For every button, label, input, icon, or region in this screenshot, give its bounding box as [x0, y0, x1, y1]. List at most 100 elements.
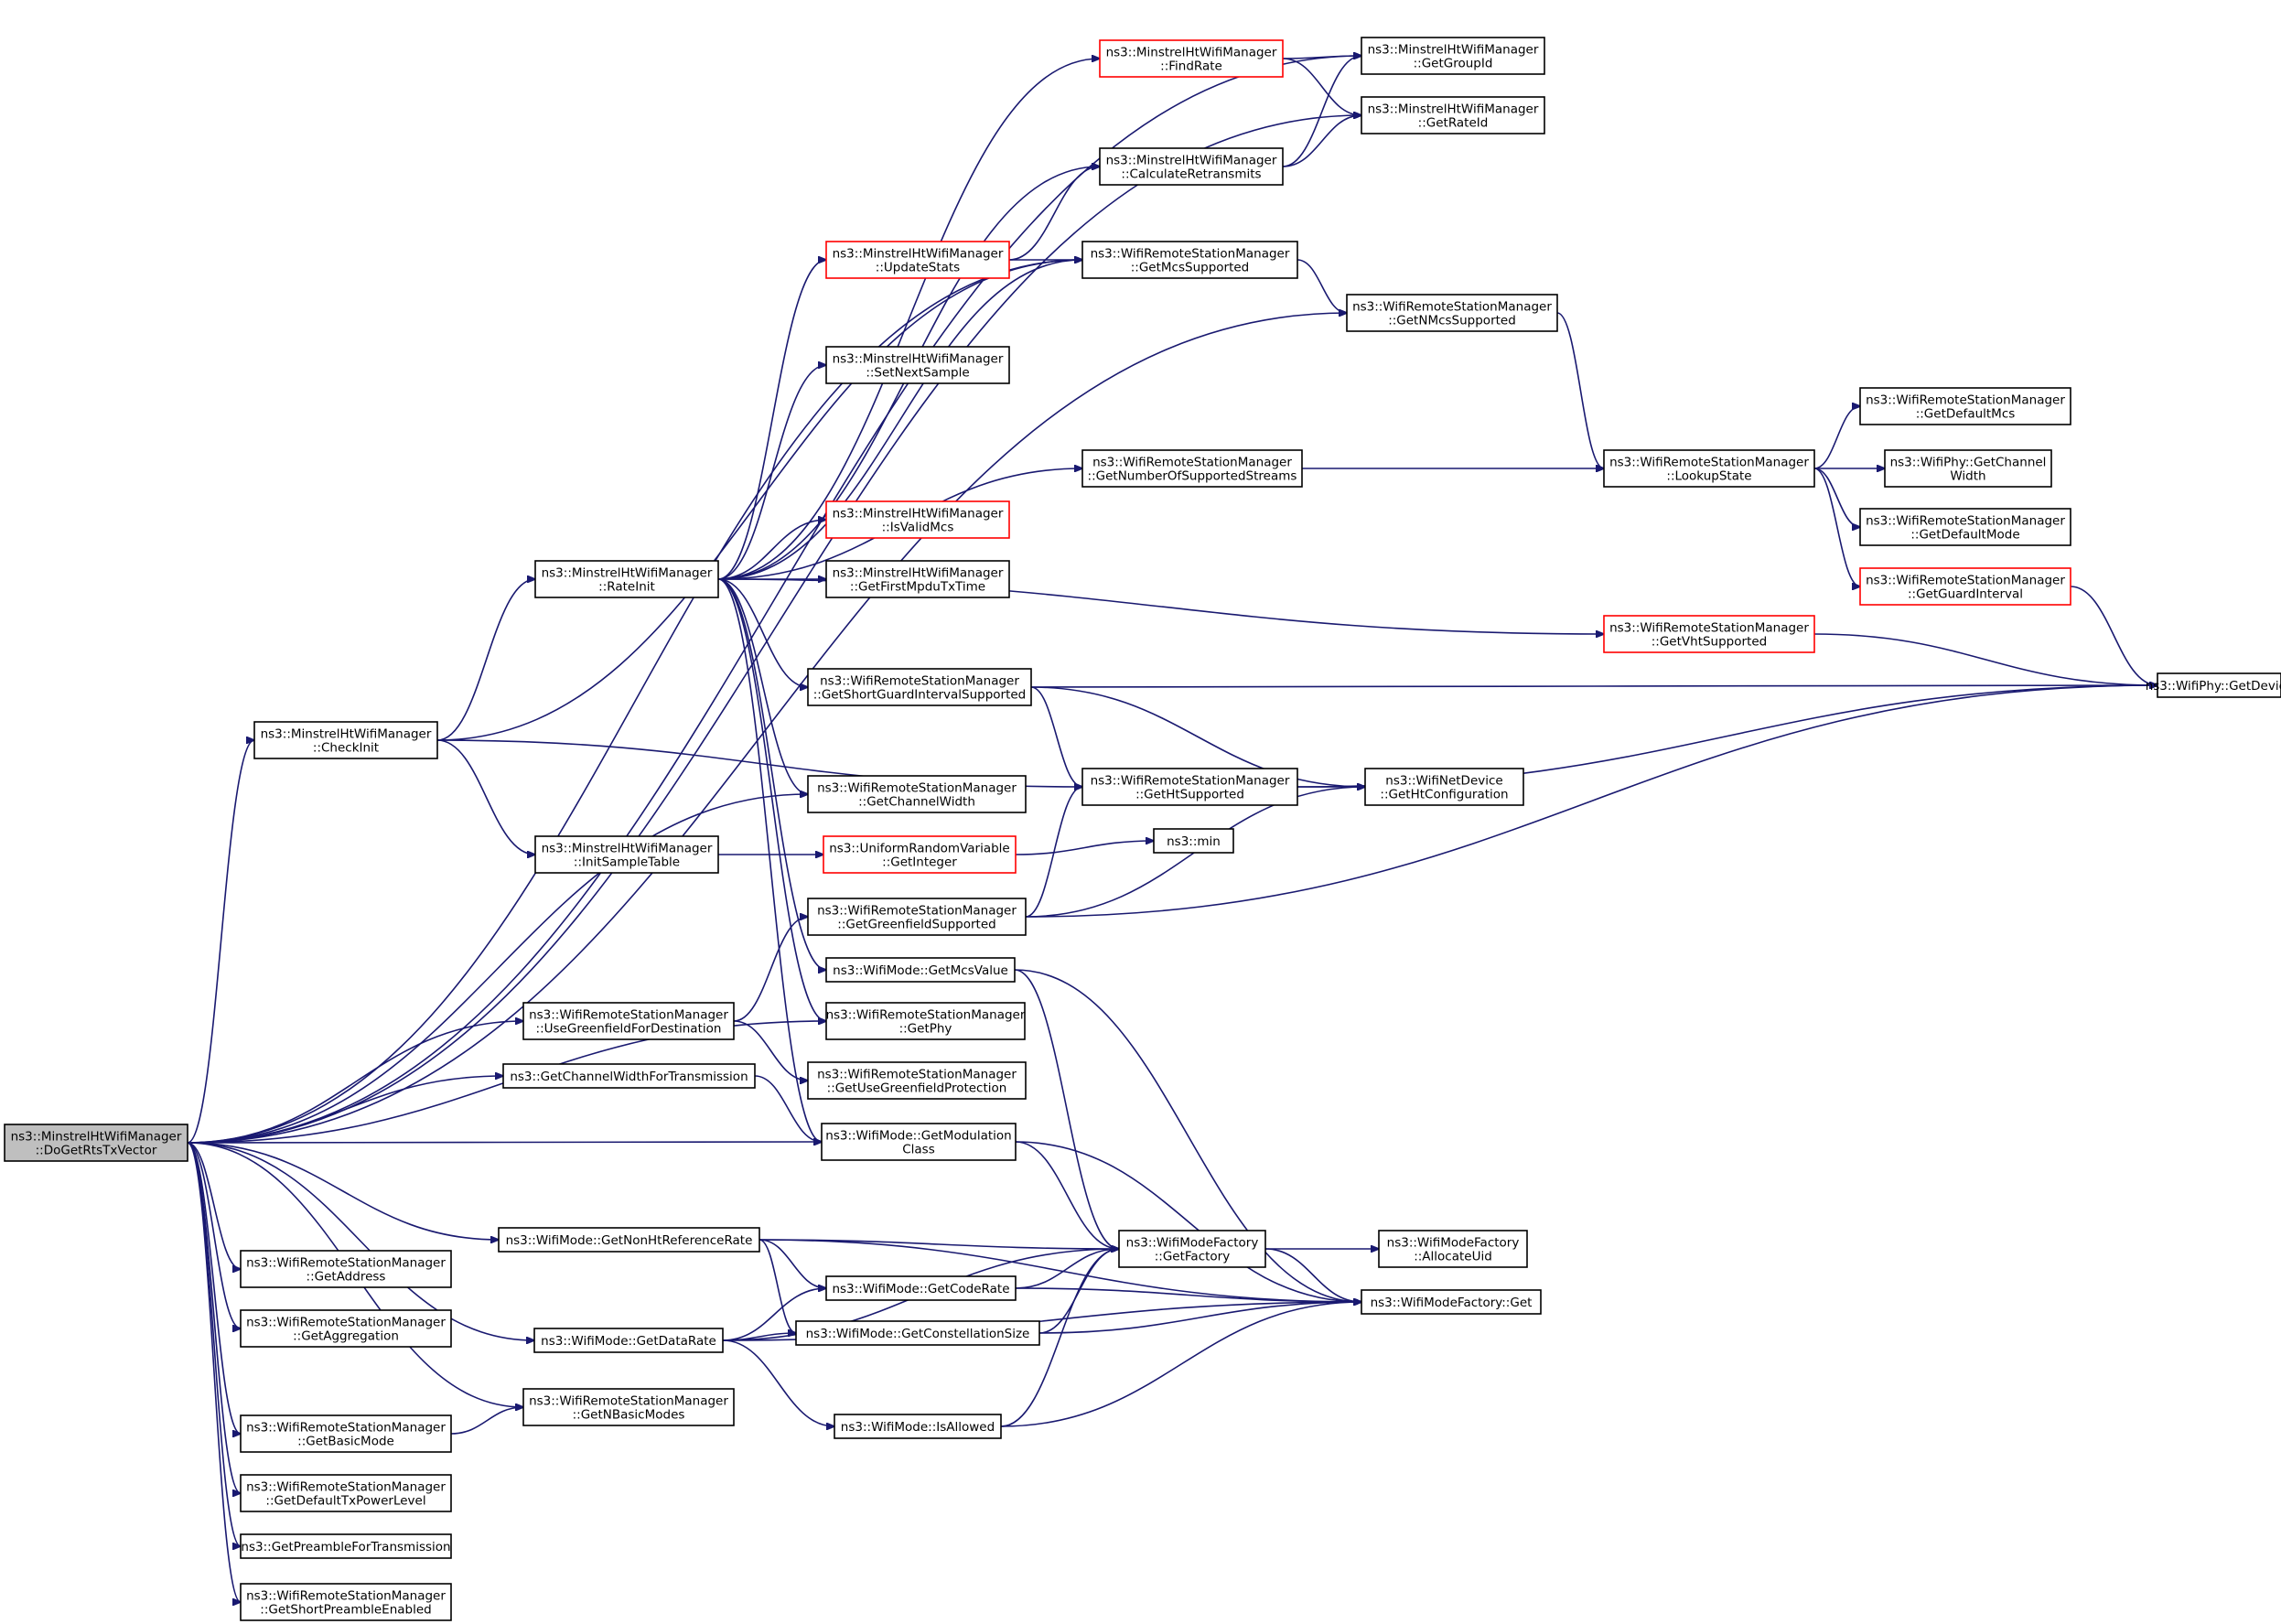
node-phygetdevice[interactable]: ns3::WifiPhy::GetDevice	[2146, 672, 2281, 698]
node-label-line: ns3::WifiRemoteStationManager	[529, 1008, 728, 1023]
node-getnbasic[interactable]: ns3::WifiRemoteStationManager::GetNBasic…	[522, 1388, 735, 1426]
node-setnextsample[interactable]: ns3::MinstrelHtWifiManager::SetNextSampl…	[825, 346, 1010, 384]
node-label-line: ns3::MinstrelHtWifiManager	[833, 566, 1004, 581]
node-getgroupid[interactable]: ns3::MinstrelHtWifiManager::GetGroupId	[1361, 37, 1545, 75]
call-edge-isallowed-to-getfactory	[1000, 1249, 1119, 1427]
call-edge-getmodclass-to-getfactory	[1015, 1141, 1119, 1249]
node-getdefaulttx[interactable]: ns3::WifiRemoteStationManager::GetDefaul…	[240, 1474, 452, 1512]
call-edge-uniformint-to-nsmin	[1015, 841, 1154, 855]
node-getrateid[interactable]: ns3::MinstrelHtWifiManager::GetRateId	[1361, 96, 1545, 134]
node-label-line: ns3::MinstrelHtWifiManager	[833, 247, 1004, 262]
node-root[interactable]: ns3::MinstrelHtWifiManager::DoGetRtsTxVe…	[4, 1124, 188, 1162]
node-label-line: ::CheckInit	[313, 741, 379, 756]
node-label-line: ::GetShortGuardIntervalSupported	[813, 688, 1027, 703]
node-label-line: ::GetNBasicModes	[573, 1408, 685, 1423]
node-phygetcw[interactable]: ns3::WifiPhy::GetChannelWidth	[1884, 449, 2052, 488]
node-getbasicmode[interactable]: ns3::WifiRemoteStationManager::GetBasicM…	[240, 1414, 452, 1453]
node-label-line: ::RateInit	[598, 580, 655, 595]
node-label-line: ::AllocateUid	[1414, 1250, 1492, 1264]
call-edge-usegreenfield-to-getusegreenprot	[733, 1020, 808, 1081]
node-getnmcssup[interactable]: ns3::WifiRemoteStationManager::GetNMcsSu…	[1346, 294, 1558, 332]
node-usegreenfield[interactable]: ns3::WifiRemoteStationManager::UseGreenf…	[522, 1002, 735, 1040]
node-checkinit[interactable]: ns3::MinstrelHtWifiManager::CheckInit	[253, 721, 438, 759]
node-getshortpre[interactable]: ns3::WifiRemoteStationManager::GetShortP…	[240, 1583, 452, 1621]
call-edge-calcretrans-to-getrateid	[1282, 115, 1361, 167]
node-getfactory[interactable]: ns3::WifiModeFactory::GetFactory	[1118, 1230, 1266, 1268]
node-getfirstmpdu[interactable]: ns3::MinstrelHtWifiManager::GetFirstMpdu…	[825, 560, 1010, 598]
node-label-line: ns3::WifiModeFactory	[1126, 1236, 1259, 1251]
node-findrate[interactable]: ns3::MinstrelHtWifiManager::FindRate	[1099, 39, 1284, 78]
node-initsample[interactable]: ns3::MinstrelHtWifiManager::InitSampleTa…	[534, 835, 719, 874]
node-getpreamble[interactable]: ns3::GetPreambleForTransmission	[240, 1533, 452, 1559]
node-label-line: ns3::WifiRemoteStationManager	[246, 1421, 446, 1436]
node-getgreensup[interactable]: ns3::WifiRemoteStationManager::GetGreenf…	[807, 898, 1027, 936]
call-edge-getsgi-to-gethtconfig	[1030, 686, 1365, 787]
node-getusegreenprot[interactable]: ns3::WifiRemoteStationManager::GetUseGre…	[807, 1061, 1027, 1100]
node-getsgi[interactable]: ns3::WifiRemoteStationManager::GetShortG…	[807, 668, 1032, 706]
node-label-line: ::UpdateStats	[876, 261, 960, 275]
node-label-line: ns3::WifiModeFactory	[1387, 1236, 1520, 1251]
node-isallowed[interactable]: ns3::WifiMode::IsAllowed	[834, 1414, 1002, 1439]
node-getconst[interactable]: ns3::WifiMode::GetConstellationSize	[795, 1320, 1040, 1346]
call-edge-getvhtsup-to-phygetdevice	[1813, 633, 2157, 685]
node-uniformint[interactable]: ns3::UniformRandomVariable::GetInteger	[823, 835, 1017, 874]
call-edge-getmodclass-to-factoryget	[1015, 1141, 1361, 1302]
node-label-line: ns3::WifiRemoteStationManager	[1091, 247, 1290, 262]
node-getcwtx[interactable]: ns3::GetChannelWidthForTransmission	[502, 1063, 756, 1089]
node-getaddress[interactable]: ns3::WifiRemoteStationManager::GetAddres…	[240, 1250, 452, 1288]
node-label-line: ns3::WifiNetDevice	[1385, 774, 1502, 789]
node-isvalidmcs[interactable]: ns3::MinstrelHtWifiManager::IsValidMcs	[825, 500, 1010, 539]
node-lookupstate[interactable]: ns3::WifiRemoteStationManager::LookupSta…	[1603, 449, 1815, 488]
call-edge-getsgi-to-phygetdevice	[1030, 685, 2157, 687]
node-getcoderate[interactable]: ns3::WifiMode::GetCodeRate	[825, 1275, 1017, 1301]
call-edge-getgreensup-to-gethtsup	[1025, 787, 1082, 918]
node-label-line: ::GetShortPreambleEnabled	[260, 1603, 431, 1618]
call-edge-root-to-getnonht	[187, 1142, 499, 1240]
node-allocuid[interactable]: ns3::WifiModeFactory::AllocateUid	[1378, 1230, 1528, 1268]
node-getdefaultmode[interactable]: ns3::WifiRemoteStationManager::GetDefaul…	[1859, 508, 2071, 546]
node-gethtsup[interactable]: ns3::WifiRemoteStationManager::GetHtSupp…	[1081, 768, 1298, 806]
node-label-line: ns3::WifiMode::IsAllowed	[841, 1420, 995, 1435]
node-getmcsvalue[interactable]: ns3::WifiMode::GetMcsValue	[825, 957, 1016, 983]
node-label-line: ns3::WifiRemoteStationManager	[817, 904, 1017, 919]
call-edge-getnonht-to-factoryget	[759, 1239, 1361, 1302]
call-edge-findrate-to-getgroupid	[1282, 56, 1361, 59]
node-nsmin[interactable]: ns3::min	[1153, 828, 1234, 854]
call-edge-root-to-getgroupid	[187, 56, 1361, 1144]
node-getvhtsup[interactable]: ns3::WifiRemoteStationManager::GetVhtSup…	[1603, 615, 1815, 653]
node-label-line: ::LookupState	[1666, 469, 1751, 484]
node-rateinit[interactable]: ns3::MinstrelHtWifiManager::RateInit	[534, 560, 719, 598]
node-gethtconfig[interactable]: ns3::WifiNetDevice::GetHtConfiguration	[1364, 768, 1524, 806]
node-label-line: ::GetHtConfiguration	[1380, 788, 1508, 802]
node-getaggregation[interactable]: ns3::WifiRemoteStationManager::GetAggreg…	[240, 1309, 452, 1348]
node-getphy[interactable]: ns3::WifiRemoteStationManager::GetPhy	[825, 1002, 1026, 1040]
node-label-line: ::InitSampleTable	[574, 855, 680, 870]
node-label-line: ::GetBasicMode	[297, 1435, 394, 1449]
node-getguardint[interactable]: ns3::WifiRemoteStationManager::GetGuardI…	[1859, 567, 2071, 606]
node-updatestats[interactable]: ns3::MinstrelHtWifiManager::UpdateStats	[825, 241, 1010, 279]
node-label-line: ns3::MinstrelHtWifiManager	[1106, 46, 1277, 60]
node-label-line: ::DoGetRtsTxVector	[36, 1144, 157, 1158]
call-edge-getmcssup-to-getnmcssup	[1297, 259, 1347, 313]
node-calcretrans[interactable]: ns3::MinstrelHtWifiManager::CalculateRet…	[1099, 147, 1284, 186]
node-getdatarate[interactable]: ns3::WifiMode::GetDataRate	[533, 1328, 724, 1353]
node-label-line: ns3::WifiRemoteStationManager	[1609, 456, 1809, 470]
node-getmcssup[interactable]: ns3::WifiRemoteStationManager::GetMcsSup…	[1081, 241, 1298, 279]
node-label-line: ::GetHtSupported	[1135, 788, 1244, 802]
node-factoryget[interactable]: ns3::WifiModeFactory::Get	[1361, 1289, 1542, 1315]
node-label-line: ::GetAggregation	[293, 1329, 399, 1344]
call-edge-getdatarate-to-isallowed	[722, 1339, 834, 1426]
call-edge-getbasicmode-to-getnbasic	[450, 1407, 523, 1435]
node-getnumstreams[interactable]: ns3::WifiRemoteStationManager::GetNumber…	[1081, 449, 1303, 488]
call-edge-getnonht-to-getcoderate	[759, 1239, 826, 1288]
node-getchwidth[interactable]: ns3::WifiRemoteStationManager::GetChanne…	[807, 775, 1027, 813]
node-label-line: ns3::WifiRemoteStationManager	[826, 1008, 1026, 1023]
node-label-line: ns3::WifiPhy::GetChannel	[1890, 456, 2047, 470]
node-getnonht[interactable]: ns3::WifiMode::GetNonHtReferenceRate	[498, 1227, 760, 1253]
node-label-line: ns3::WifiPhy::GetDevice	[2146, 679, 2281, 694]
call-edge-getnonht-to-getconst	[759, 1239, 796, 1333]
call-edge-getcoderate-to-factoryget	[1015, 1287, 1361, 1302]
node-label-line: ns3::WifiRemoteStationManager	[817, 781, 1017, 796]
node-getdefaultmcs[interactable]: ns3::WifiRemoteStationManager::GetDefaul…	[1859, 387, 2071, 425]
